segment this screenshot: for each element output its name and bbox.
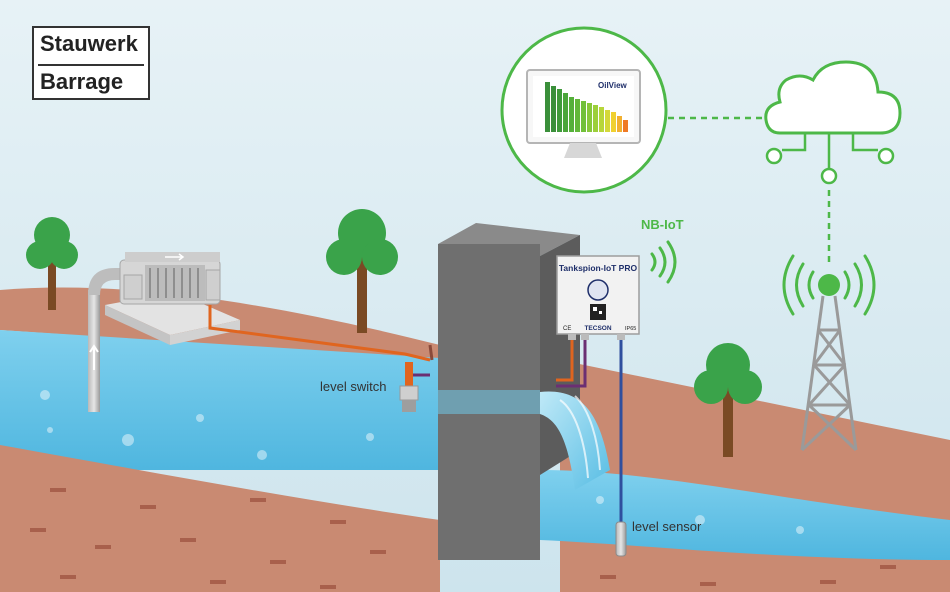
- pump-icon: [119, 252, 221, 305]
- waterfall-streaks: [559, 395, 601, 479]
- tankspion-device: Tankspion-IoT PRO CE TECSON IP65: [556, 255, 640, 340]
- ip-rating: IP65: [625, 326, 636, 332]
- title-divider: [38, 64, 144, 66]
- cloud-icon: [764, 60, 902, 185]
- ground-lower-left: [0, 445, 440, 592]
- cable-device-purple: [556, 334, 587, 388]
- qr-code-icon: [590, 304, 606, 320]
- nbiot-label: NB-IoT: [641, 217, 684, 232]
- level-sensor-probe: [615, 521, 627, 557]
- title-german: Stauwerk: [40, 31, 138, 56]
- water-bubbles: [40, 390, 804, 534]
- cable-pump-to-device: [208, 305, 431, 362]
- oilview-label: OilView: [598, 81, 628, 90]
- tree-icon: [326, 209, 398, 333]
- tree-icon: [694, 343, 762, 457]
- device-name-label: Tankspion-IoT PRO: [559, 263, 638, 273]
- reservoir-water: [0, 330, 440, 470]
- cell-tower-icon: [782, 254, 876, 452]
- level-switch-label: level switch: [320, 379, 386, 394]
- downstream-river: [540, 470, 950, 560]
- device-brand-label: TECSON: [584, 325, 611, 332]
- wireless-signal-icon: [650, 240, 677, 284]
- cable-device-orange: [556, 334, 574, 382]
- level-switch: [399, 362, 419, 412]
- waterfall: [540, 391, 610, 490]
- tree-icon: [26, 217, 78, 310]
- ce-mark: CE: [563, 326, 571, 332]
- title-french: Barrage: [40, 69, 124, 94]
- soil-texture: [30, 488, 896, 589]
- monitor-icon: OilView: [526, 69, 641, 158]
- device-logo-icon: [587, 279, 609, 301]
- cable-brown-left: [428, 344, 434, 361]
- level-sensor-label: level sensor: [632, 519, 702, 534]
- dam-structure: [438, 223, 580, 560]
- title-box: Stauwerk Barrage: [32, 26, 150, 100]
- monitor-bar-chart: [545, 82, 628, 132]
